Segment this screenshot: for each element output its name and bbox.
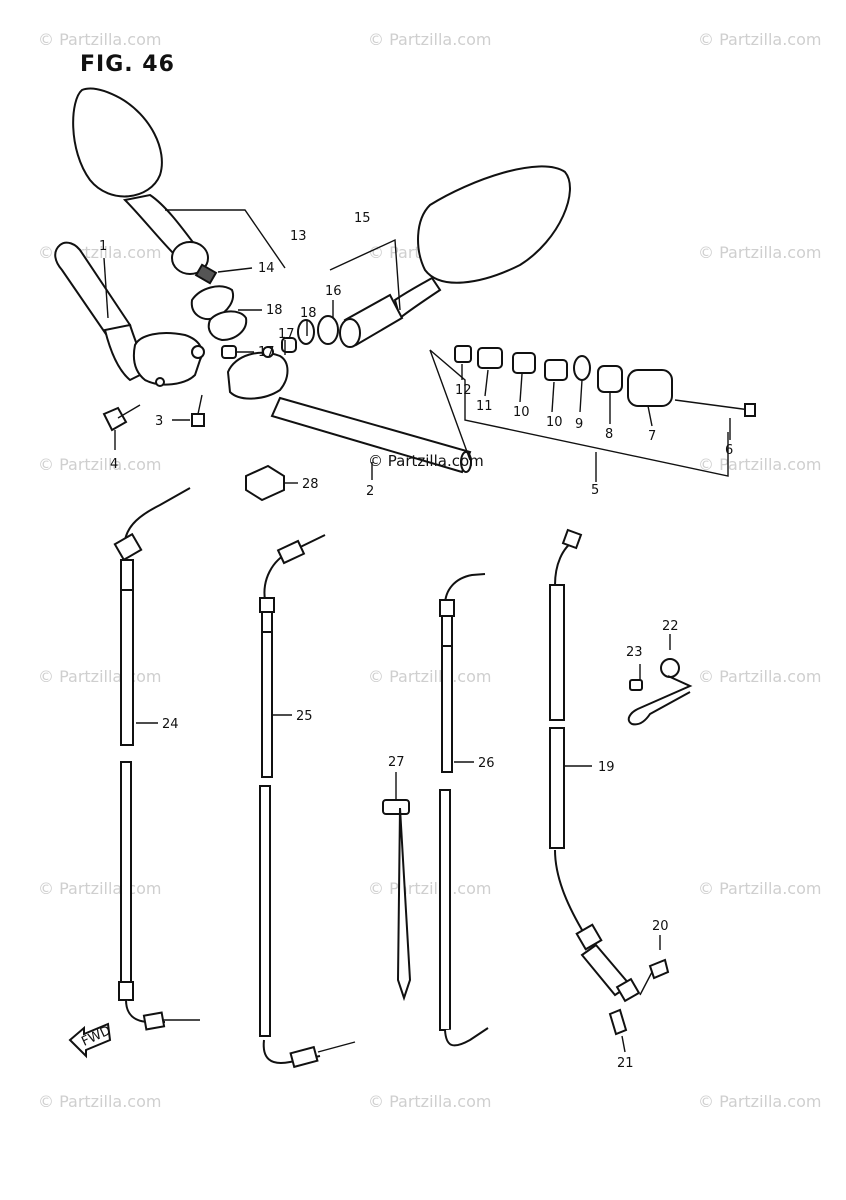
watermark: © Partzilla.com — [38, 1092, 162, 1111]
left-mirror — [72, 87, 218, 285]
cable-clamp-27 — [382, 799, 412, 1002]
callout-13: 13 — [290, 229, 307, 244]
fwd-arrow-icon: FWD — [68, 1022, 113, 1059]
watermark: © Partzilla.com — [698, 30, 822, 49]
callout-28: 28 — [302, 477, 319, 492]
bolt-20 — [639, 958, 670, 996]
watermark: © Partzilla.com — [38, 30, 162, 49]
watermark: © Partzilla.com — [698, 243, 822, 262]
callout-23: 23 — [626, 645, 643, 660]
watermark: © Partzilla.com — [368, 1092, 492, 1111]
mirror-bracket-18 — [207, 310, 248, 342]
callout-19: 19 — [598, 760, 615, 775]
callout-25: 25 — [296, 709, 313, 724]
callout-24: 24 — [162, 717, 179, 732]
callout-21: 21 — [617, 1056, 634, 1071]
callout-20: 20 — [652, 919, 669, 934]
callout-22: 22 — [662, 619, 679, 634]
callout-18a: 18 — [266, 303, 283, 318]
callout-11: 11 — [476, 399, 493, 414]
callout-7: 7 — [648, 429, 656, 444]
callout-10a: 10 — [513, 405, 530, 420]
center-watermark: © Partzilla.com — [368, 452, 484, 470]
throttle-cable-25 — [259, 534, 356, 1069]
nut-17-left — [221, 345, 237, 359]
callout-12: 12 — [455, 383, 472, 398]
callout-9: 9 — [575, 417, 583, 432]
watermark: © Partzilla.com — [698, 667, 822, 686]
balancer-weight-28 — [245, 464, 285, 502]
bolt-4 — [102, 404, 141, 432]
callout-3: 3 — [155, 414, 163, 429]
watermark: © Partzilla.com — [698, 879, 822, 898]
watermark: © Partzilla.com — [38, 455, 162, 474]
callout-17a: 17 — [258, 345, 275, 360]
bar-end-assembly — [454, 345, 756, 417]
watermark: © Partzilla.com — [368, 667, 492, 686]
callout-26: 26 — [478, 756, 495, 771]
watermark: © Partzilla.com — [698, 455, 822, 474]
bolt-3 — [191, 394, 205, 427]
spacer-18-right — [297, 319, 315, 345]
callout-8: 8 — [605, 427, 613, 442]
handlebar-clamp-left — [132, 332, 205, 387]
callout-15: 15 — [354, 211, 371, 226]
callout-10b: 10 — [546, 415, 563, 430]
throttle-cable-24 — [113, 487, 200, 1031]
callout-17b: 17 — [278, 327, 295, 342]
choke-cable-26 — [439, 573, 489, 1047]
clutch-cable-19 — [549, 528, 641, 1003]
cable-bracket-22 — [627, 658, 693, 726]
right-mirror — [339, 165, 571, 348]
callout-1: 1 — [99, 239, 107, 254]
watermark: © Partzilla.com — [698, 1092, 822, 1111]
watermark: © Partzilla.com — [368, 30, 492, 49]
callout-2: 2 — [366, 484, 374, 499]
callout-18b: 18 — [300, 306, 317, 321]
mirror-bracket-14 — [190, 285, 234, 320]
figure-title: FIG. 46 — [80, 52, 175, 77]
callout-4: 4 — [110, 457, 118, 472]
callout-14: 14 — [258, 261, 275, 276]
handlebar — [226, 346, 472, 474]
adapter-16 — [317, 315, 339, 345]
callout-27: 27 — [388, 755, 405, 770]
callout-16: 16 — [325, 284, 342, 299]
callout-5: 5 — [591, 483, 599, 498]
callout-6: 6 — [725, 443, 733, 458]
screw-21 — [608, 1008, 628, 1036]
